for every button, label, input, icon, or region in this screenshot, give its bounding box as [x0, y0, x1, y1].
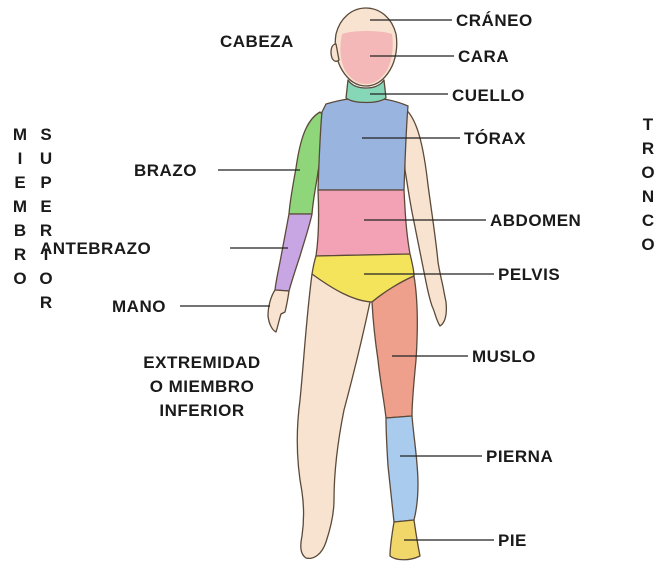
- label-pelvis: PELVIS: [498, 265, 560, 284]
- thigh: [372, 276, 417, 418]
- miembro-letter: I: [18, 149, 23, 168]
- superior-letter: S: [40, 125, 51, 144]
- label-antebrazo: ANTEBRAZO: [40, 239, 151, 258]
- superior-letter: R: [40, 293, 52, 312]
- superior-letter: E: [40, 197, 51, 216]
- tronco-letter: O: [641, 163, 654, 182]
- tronco-letter: R: [642, 139, 654, 158]
- label-cuello: CUELLO: [452, 86, 525, 105]
- abdomen: [316, 190, 410, 256]
- label-pierna: PIERNA: [486, 447, 553, 466]
- human-figure: [268, 8, 446, 560]
- tronco-letter: T: [643, 115, 654, 134]
- tronco-letter: O: [641, 235, 654, 254]
- label-cabeza: CABEZA: [220, 32, 294, 51]
- left-hand: [268, 290, 289, 332]
- vertical-miembro: MIEMBRO: [13, 125, 27, 288]
- superior-letter: R: [40, 221, 52, 240]
- label-muslo: MUSLO: [472, 347, 536, 366]
- superior-letter: U: [40, 149, 52, 168]
- miembro-letter: R: [14, 245, 26, 264]
- superior-letter: P: [40, 173, 51, 192]
- label-mano: MANO: [112, 297, 166, 316]
- left-leg: [297, 274, 370, 558]
- miembro-letter: B: [14, 221, 26, 240]
- forearm: [275, 214, 312, 291]
- label-extremidad-line2: O MIEMBRO: [150, 377, 255, 396]
- label-pie: PIE: [498, 531, 527, 550]
- miembro-letter: O: [13, 269, 26, 288]
- label-extremidad-line3: INFERIOR: [159, 401, 244, 420]
- tronco-letter: C: [642, 211, 654, 230]
- label-extremidad-line1: EXTREMIDAD: [143, 353, 260, 372]
- miembro-letter: E: [14, 173, 25, 192]
- label-torax: TÓRAX: [464, 129, 526, 148]
- lower-leg: [386, 416, 418, 522]
- miembro-letter: M: [13, 125, 27, 144]
- label-brazo: BRAZO: [134, 161, 197, 180]
- label-abdomen: ABDOMEN: [490, 211, 581, 230]
- superior-letter: O: [39, 269, 52, 288]
- chest: [318, 98, 408, 190]
- label-craneo: CRÁNEO: [456, 11, 533, 30]
- tronco-letter: N: [642, 187, 654, 206]
- label-cara: CARA: [458, 47, 509, 66]
- miembro-letter: M: [13, 197, 27, 216]
- superior-letter: I: [44, 245, 49, 264]
